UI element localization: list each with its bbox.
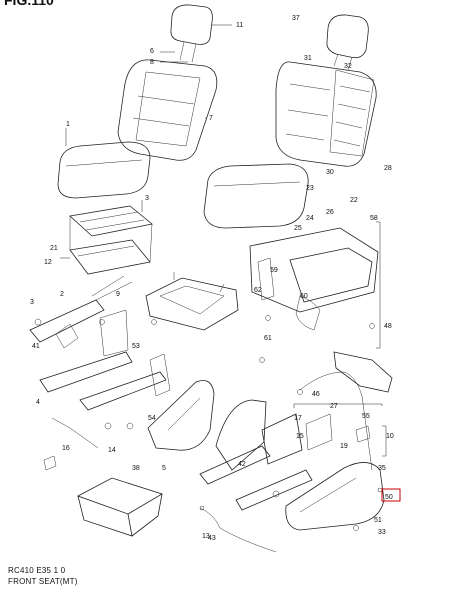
side-cover-left	[147, 380, 215, 451]
figure-caption: FRONT SEAT(MT)	[8, 577, 78, 586]
callout-43: 43	[208, 535, 216, 542]
cable-left	[199, 505, 277, 553]
callout-61: 61	[264, 335, 272, 342]
callout-53: 53	[132, 343, 140, 350]
callout-59: 59	[270, 267, 278, 274]
callout-9: 9	[116, 291, 120, 298]
headrest-left	[170, 4, 232, 63]
cushion-left	[57, 128, 151, 199]
under-seat-tray	[77, 477, 163, 537]
callout-62: 62	[254, 287, 262, 294]
callout-11: 11	[236, 22, 243, 29]
callout-14: 14	[108, 447, 116, 454]
callout-54: 54	[148, 415, 156, 422]
callout-10: 10	[386, 433, 394, 440]
callout-41: 41	[32, 343, 40, 350]
group-bracket-10	[293, 403, 387, 457]
highlight-box	[381, 488, 401, 502]
callout-25: 25	[294, 225, 302, 232]
callout-31: 31	[304, 55, 312, 62]
callout-21: 21	[50, 245, 58, 252]
callout-17: 17	[294, 415, 302, 422]
model-code: RC410 E35 1 0	[8, 566, 66, 575]
callout-2: 2	[60, 291, 64, 298]
callout-16: 16	[62, 445, 70, 452]
callout-3: 3	[145, 195, 149, 202]
callout-48: 48	[384, 323, 392, 330]
callout-7: 7	[209, 115, 213, 122]
callout-38: 38	[132, 465, 140, 472]
callout-15: 15	[296, 433, 304, 440]
side-cover-right	[285, 462, 385, 531]
callout-8: 8	[150, 59, 154, 66]
group-bracket-58	[376, 221, 381, 349]
callout-6: 6	[150, 48, 154, 55]
callout-58: 58	[370, 215, 378, 222]
callout-35: 35	[378, 465, 386, 472]
seat-rails-left	[29, 275, 171, 471]
seat-mount-frame	[145, 272, 239, 331]
seat-rails-right	[199, 315, 393, 511]
callout-12: 12	[44, 259, 52, 266]
callout-46: 46	[312, 391, 320, 398]
callout-50: 50	[385, 494, 393, 501]
callout-30: 30	[326, 169, 334, 176]
callout-19: 19	[340, 443, 348, 450]
callout-13: 13	[202, 533, 210, 540]
callout-3: 3	[30, 299, 34, 306]
headrest-right	[326, 14, 369, 71]
seat-pan-right	[249, 227, 379, 331]
callout-22: 22	[350, 197, 358, 204]
callout-55: 55	[362, 413, 370, 420]
callout-27: 27	[330, 403, 338, 410]
callout-37: 37	[292, 15, 300, 22]
callout-23: 23	[306, 185, 314, 192]
callout-5: 5	[162, 465, 166, 472]
callout-26: 26	[326, 209, 334, 216]
callout-32: 32	[344, 63, 352, 70]
cushion-right	[203, 163, 309, 229]
callout-51: 51	[374, 517, 382, 524]
callout-24: 24	[306, 215, 314, 222]
figure-title: FIG.110	[4, 0, 54, 8]
callout-28: 28	[384, 165, 392, 172]
seatback-right	[275, 61, 377, 167]
callout-1: 1	[66, 121, 70, 128]
seat-frame-left	[60, 200, 153, 275]
callout-33: 33	[378, 529, 386, 536]
callout-60: 60	[300, 293, 308, 300]
seatback-left	[117, 51, 218, 161]
callout-4: 4	[36, 399, 40, 406]
callout-42: 42	[238, 461, 246, 468]
